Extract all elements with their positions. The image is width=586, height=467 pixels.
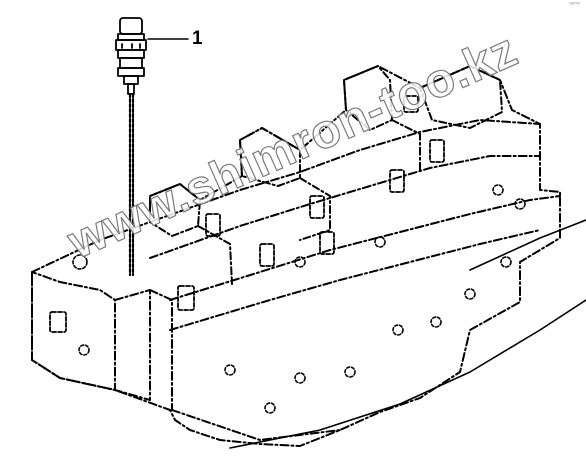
install-path-line: [128, 92, 135, 277]
pressure-sensor: [115, 17, 147, 95]
bolt-studs: [49, 95, 445, 333]
callout-number: 1: [192, 28, 203, 49]
rocker-towers: [149, 65, 503, 285]
corner-mark: ᶜᵃᵐᵐ: [568, 2, 580, 8]
bolt-holes: [72, 184, 526, 414]
head-gasket-edge: [229, 219, 586, 449]
